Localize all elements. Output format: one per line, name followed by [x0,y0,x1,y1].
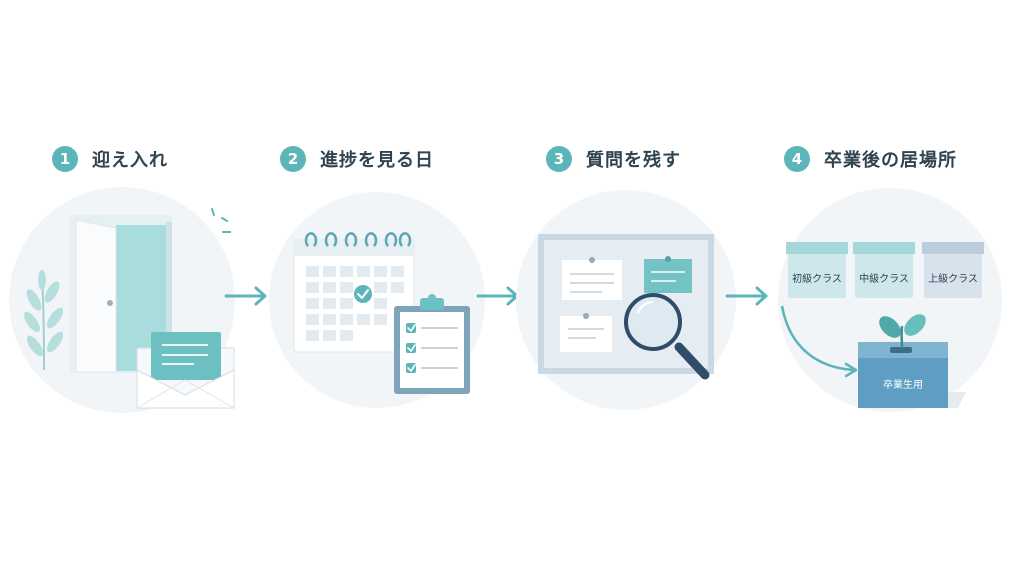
check-circle-icon [354,285,372,303]
question-board-illustration [516,190,736,410]
step-1-header: 1 迎え入れ [52,146,168,172]
calendar-icon [293,232,415,353]
magnifier-icon [624,293,710,380]
step-1-title: 迎え入れ [92,150,168,171]
step-4-header: 4 卒業後の居場所 [784,146,957,172]
arrow-3-icon [725,286,768,306]
step-2-number: 2 [280,146,306,172]
step-2-title: 進捗を見る日 [320,150,434,171]
step-2-header: 2 進捗を見る日 [280,146,434,172]
graduate-place-illustration: 初級クラス 中級クラス 上級クラス 卒業生用 [778,188,1002,412]
intermediate-box-label: 中級クラス [859,272,909,285]
step-3-number: 3 [546,146,572,172]
step-1: 1 迎え入れ [0,0,240,576]
step-2: 2 進捗を見る日 [262,0,502,576]
intermediate-box-icon: 中級クラス [853,242,915,298]
graduate-box-icon: 卒業生用 [858,314,966,408]
step-1-number: 1 [52,146,78,172]
beginner-box-icon: 初級クラス [786,242,848,298]
step-3: 3 質問を残す [516,0,756,576]
sparkle-icon [211,208,231,233]
curved-arrow-icon [780,305,858,378]
progress-day-illustration [269,192,485,408]
welcome-illustration [9,187,235,413]
envelope-icon [136,332,235,409]
advanced-box-icon: 上級クラス [922,242,984,298]
step-3-title: 質問を残す [586,150,681,171]
plant-icon [23,270,64,371]
arrow-1-icon [224,286,267,306]
step-4-title: 卒業後の居場所 [824,150,957,171]
advanced-box-label: 上級クラス [928,272,978,285]
clipboard-icon [394,294,470,394]
step-4: 4 卒業後の居場所 初級クラス 中級クラス 上級クラス [770,0,1010,576]
step-4-number: 4 [784,146,810,172]
beginner-box-label: 初級クラス [792,272,842,285]
graduate-box-label: 卒業生用 [883,378,923,391]
step-3-header: 3 質問を残す [546,146,681,172]
